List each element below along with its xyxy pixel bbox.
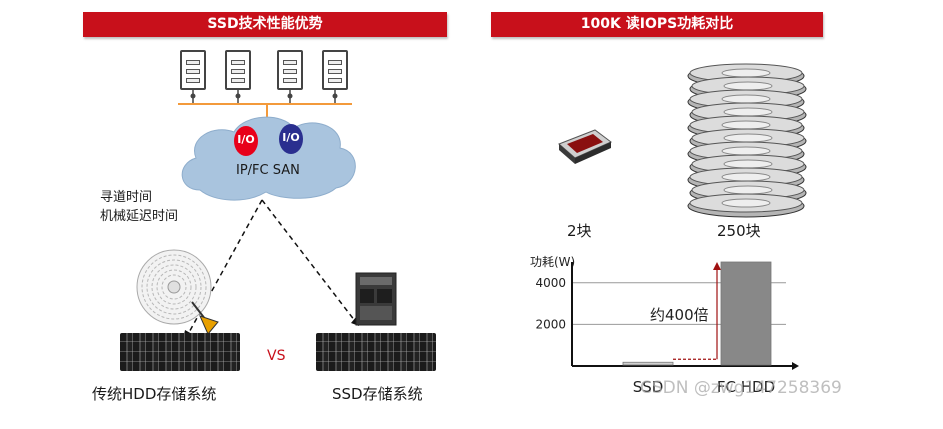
- hdd-system-label: 传统HDD存储系统: [92, 385, 217, 403]
- hdd-array-icon: [120, 333, 240, 371]
- y-tick-label: 4000: [535, 276, 566, 290]
- ssd-count-label: 2块: [567, 222, 592, 240]
- io-label-red: I/O: [237, 133, 255, 146]
- vs-label: VS: [267, 348, 286, 364]
- x-tick-label: FC HDD: [717, 378, 775, 396]
- x-tick-label: SSD: [633, 378, 664, 396]
- server-icon: [277, 50, 303, 90]
- y-axis-label: 功耗(W): [530, 255, 575, 269]
- ssd-board-icon: [355, 272, 397, 326]
- ssd-system-label: SSD存储系统: [332, 385, 423, 403]
- hdd-stack-icon: [687, 63, 807, 218]
- hdd-count-label: 250块: [717, 222, 761, 240]
- x-axis-arrow: [792, 362, 799, 370]
- comparison-arrowhead: [713, 262, 721, 270]
- server-icon: [225, 50, 251, 90]
- bar: [622, 361, 674, 366]
- right-panel-title: 100K 读IOPS功耗对比: [491, 12, 823, 37]
- hdd-platter-icon: [136, 249, 212, 325]
- mechanical-delay-label: 机械延迟时间: [100, 209, 179, 224]
- left-panel-title: SSD技术性能优势: [83, 12, 447, 37]
- server-icon: [180, 50, 206, 90]
- io-badge-red: [234, 126, 258, 156]
- seek-time-label: 寻道时间: [100, 190, 153, 205]
- read-head-icon: [191, 301, 219, 335]
- san-cloud-icon: [181, 116, 356, 201]
- bar: [720, 261, 772, 366]
- io-label-blue: I/O: [282, 131, 300, 144]
- ssd-array-icon: [316, 333, 436, 371]
- watermark: CSDN @zwg147258369: [640, 378, 842, 398]
- server-icon: [322, 50, 348, 90]
- y-tick-label: 2000: [535, 317, 566, 331]
- ratio-annotation: 约400倍: [650, 306, 709, 324]
- ssd-drive-icon: [558, 129, 612, 164]
- san-label: IP/FC SAN: [236, 163, 300, 178]
- io-badge-blue: [279, 124, 303, 154]
- storage-links: [186, 199, 356, 337]
